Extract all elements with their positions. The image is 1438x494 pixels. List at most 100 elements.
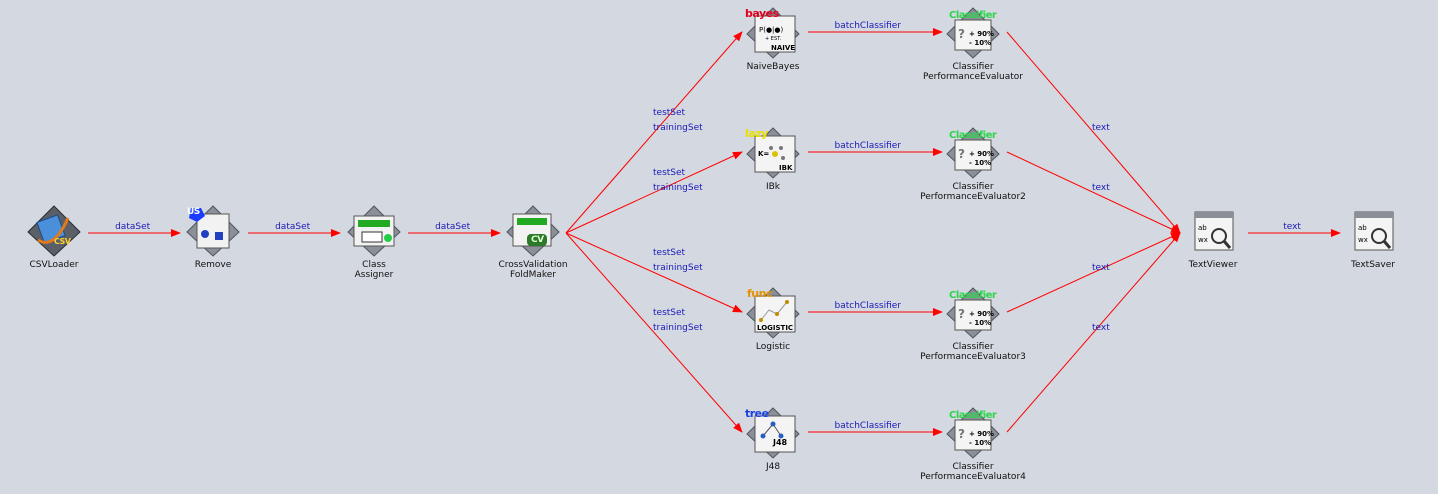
eval-text-2: - 10%	[969, 39, 992, 47]
connection-label: batchClassifier	[835, 421, 902, 431]
remove-filter-icon: US	[183, 204, 243, 258]
logistic-icon: func LOGISTIC	[743, 286, 803, 340]
text-saver-icon: ab wx	[1343, 204, 1403, 258]
connection-label: dataSet	[435, 222, 471, 232]
svg-text:K=: K=	[758, 150, 769, 158]
node-label: CSVLoader	[29, 260, 79, 270]
connection-label: trainingSet	[653, 123, 703, 133]
node-textsaver[interactable]: ab wx TextSaver	[1303, 204, 1438, 270]
bayes-badge: bayes	[745, 7, 779, 20]
node-textviewer[interactable]: ab wx TextViewer	[1143, 204, 1283, 270]
crossvalidation-icon: CV	[503, 204, 563, 258]
eval-text-1: + 90%	[969, 310, 995, 318]
svg-text:?: ?	[958, 147, 965, 161]
node-csvloader[interactable]: CSV CSVLoader	[0, 204, 124, 270]
text-viewer-icon: ab wx	[1183, 204, 1243, 258]
connection-label: trainingSet	[653, 183, 703, 193]
node-naivebayes[interactable]: P(●|●) + EST. bayes NAIVE NaiveBayes	[703, 6, 843, 72]
connection-label: text	[1092, 183, 1110, 193]
node-label: Classifier PerformanceEvaluator4	[920, 462, 1026, 482]
node-label: Class Assigner	[354, 260, 394, 280]
connection-label: text	[1092, 123, 1110, 133]
connection-cvfoldmaker-j48[interactable]	[565, 232, 743, 433]
node-cpe3[interactable]: ? Classifier + 90% - 10% Classifier Perf…	[903, 286, 1043, 362]
connection-label: text	[1092, 263, 1110, 273]
node-classassigner[interactable]: Class Assigner	[304, 204, 444, 280]
connection-label: testSet	[653, 308, 686, 318]
svg-text:?: ?	[958, 307, 965, 321]
connection-cpe1-textviewer[interactable]	[1006, 31, 1181, 234]
eval-text-1: + 90%	[969, 30, 995, 38]
node-cpe4[interactable]: ? Classifier + 90% - 10% Classifier Perf…	[903, 406, 1043, 482]
logistic-sublabel: LOGISTIC	[757, 324, 794, 332]
connection-label: trainingSet	[653, 263, 703, 273]
node-label: Remove	[194, 260, 232, 270]
eval-text-2: - 10%	[969, 439, 992, 447]
svg-text:wx: wx	[1198, 236, 1208, 244]
node-label: J48	[765, 462, 781, 472]
connection-label: batchClassifier	[835, 21, 902, 31]
eval-text-1: + 90%	[969, 150, 995, 158]
node-label: Logistic	[755, 342, 791, 352]
classifier-badge: Classifier	[949, 410, 997, 421]
node-cvfoldmaker[interactable]: CV CrossValidation FoldMaker	[463, 204, 603, 280]
svg-text:?: ?	[958, 427, 965, 441]
classifier-badge: Classifier	[949, 130, 997, 141]
csv-badge: CSV	[54, 237, 71, 246]
j48-sublabel: J48	[773, 438, 788, 447]
connection-cvfoldmaker-ibk[interactable]	[565, 151, 743, 234]
connection-label: text	[1283, 222, 1301, 232]
svg-text:+ EST.: + EST.	[765, 36, 782, 42]
node-label: Classifier PerformanceEvaluator	[922, 62, 1023, 82]
node-cpe1[interactable]: ? Classifier + 90% - 10% Classifier Perf…	[903, 6, 1043, 82]
performance-evaluator-icon: ? Classifier + 90% - 10%	[943, 286, 1003, 340]
connection-label: text	[1092, 323, 1110, 333]
connection-label: dataSet	[115, 222, 151, 232]
classifier-badge: Classifier	[949, 10, 997, 21]
cv-badge: CV	[531, 235, 544, 245]
naive-sublabel: NAIVE	[771, 44, 796, 52]
naive-bayes-icon: P(●|●) + EST. bayes NAIVE	[743, 6, 803, 60]
node-label: TextSaver	[1351, 260, 1395, 270]
svg-text:P(●|●): P(●|●)	[759, 26, 784, 34]
us-badge: US	[187, 207, 200, 217]
connection-cvfoldmaker-logistic[interactable]	[565, 232, 743, 313]
node-label: Classifier PerformanceEvaluator3	[920, 342, 1026, 362]
func-badge: func	[747, 287, 772, 300]
connection-cpe2-textviewer[interactable]	[1006, 151, 1181, 234]
connection-label: dataSet	[275, 222, 311, 232]
node-label: TextViewer	[1188, 260, 1238, 270]
node-label: NaiveBayes	[746, 62, 800, 72]
connection-cpe3-textviewer[interactable]	[1006, 232, 1181, 313]
performance-evaluator-icon: ? Classifier + 90% - 10%	[943, 406, 1003, 460]
node-cpe2[interactable]: ? Classifier + 90% - 10% Classifier Perf…	[903, 126, 1043, 202]
node-j48[interactable]: tree J48 J48	[703, 406, 843, 472]
connection-label: testSet	[653, 248, 686, 258]
node-remove[interactable]: US Remove	[143, 204, 283, 270]
connection-cpe4-textviewer[interactable]	[1006, 232, 1181, 433]
classifier-badge: Classifier	[949, 290, 997, 301]
connection-cvfoldmaker-naivebayes[interactable]	[565, 31, 743, 234]
node-ibk[interactable]: K= lazy IBK IBk	[703, 126, 843, 192]
eval-text-1: + 90%	[969, 430, 995, 438]
svg-text:ab: ab	[1198, 224, 1207, 232]
node-logistic[interactable]: func LOGISTIC Logistic	[703, 286, 843, 352]
eval-text-2: - 10%	[969, 159, 992, 167]
connection-label: batchClassifier	[835, 301, 902, 311]
performance-evaluator-icon: ? Classifier + 90% - 10%	[943, 6, 1003, 60]
node-label: Classifier PerformanceEvaluator2	[920, 182, 1026, 202]
svg-text:wx: wx	[1358, 236, 1368, 244]
connection-label: testSet	[653, 108, 686, 118]
lazy-badge: lazy	[745, 127, 768, 140]
eval-text-2: - 10%	[969, 319, 992, 327]
connection-label: batchClassifier	[835, 141, 902, 151]
csv-loader-icon: CSV	[24, 204, 84, 258]
tree-badge: tree	[745, 407, 769, 420]
j48-tree-icon: tree J48	[743, 406, 803, 460]
performance-evaluator-icon: ? Classifier + 90% - 10%	[943, 126, 1003, 180]
ibk-icon: K= lazy IBK	[743, 126, 803, 180]
svg-text:?: ?	[958, 27, 965, 41]
class-assigner-icon	[344, 204, 404, 258]
connection-label: testSet	[653, 168, 686, 178]
